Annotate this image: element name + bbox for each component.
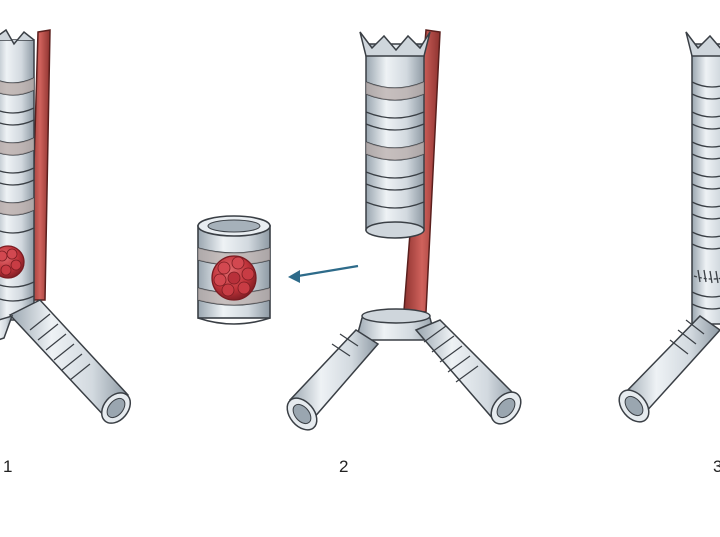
step-1-illustration: [0, 28, 132, 424]
suture-icon: [693, 269, 720, 284]
tumor-icon: [0, 245, 25, 279]
upper-trachea: [365, 43, 425, 231]
step-3-illustration: [618, 31, 720, 423]
left-bronchus: [0, 314, 14, 341]
resected-segment: [197, 215, 271, 325]
step-label-2: 2: [339, 457, 349, 476]
cartilage-rings: [691, 81, 720, 310]
trachea-cut-top: [359, 31, 431, 57]
step-label-1: 1: [3, 457, 13, 476]
ring-bands: [0, 78, 34, 215]
step-label-3: 3: [713, 457, 720, 476]
upper-trachea-cut-end: [365, 221, 425, 239]
tumor-icon: [211, 255, 257, 301]
step-2-illustration: [286, 29, 522, 431]
trachea-cut-top: [685, 31, 720, 57]
removal-arrow-icon: [288, 264, 359, 283]
trachea-cut-top: [0, 28, 35, 46]
lower-trachea-carina: [286, 308, 522, 431]
right-bronchus: [8, 299, 132, 424]
